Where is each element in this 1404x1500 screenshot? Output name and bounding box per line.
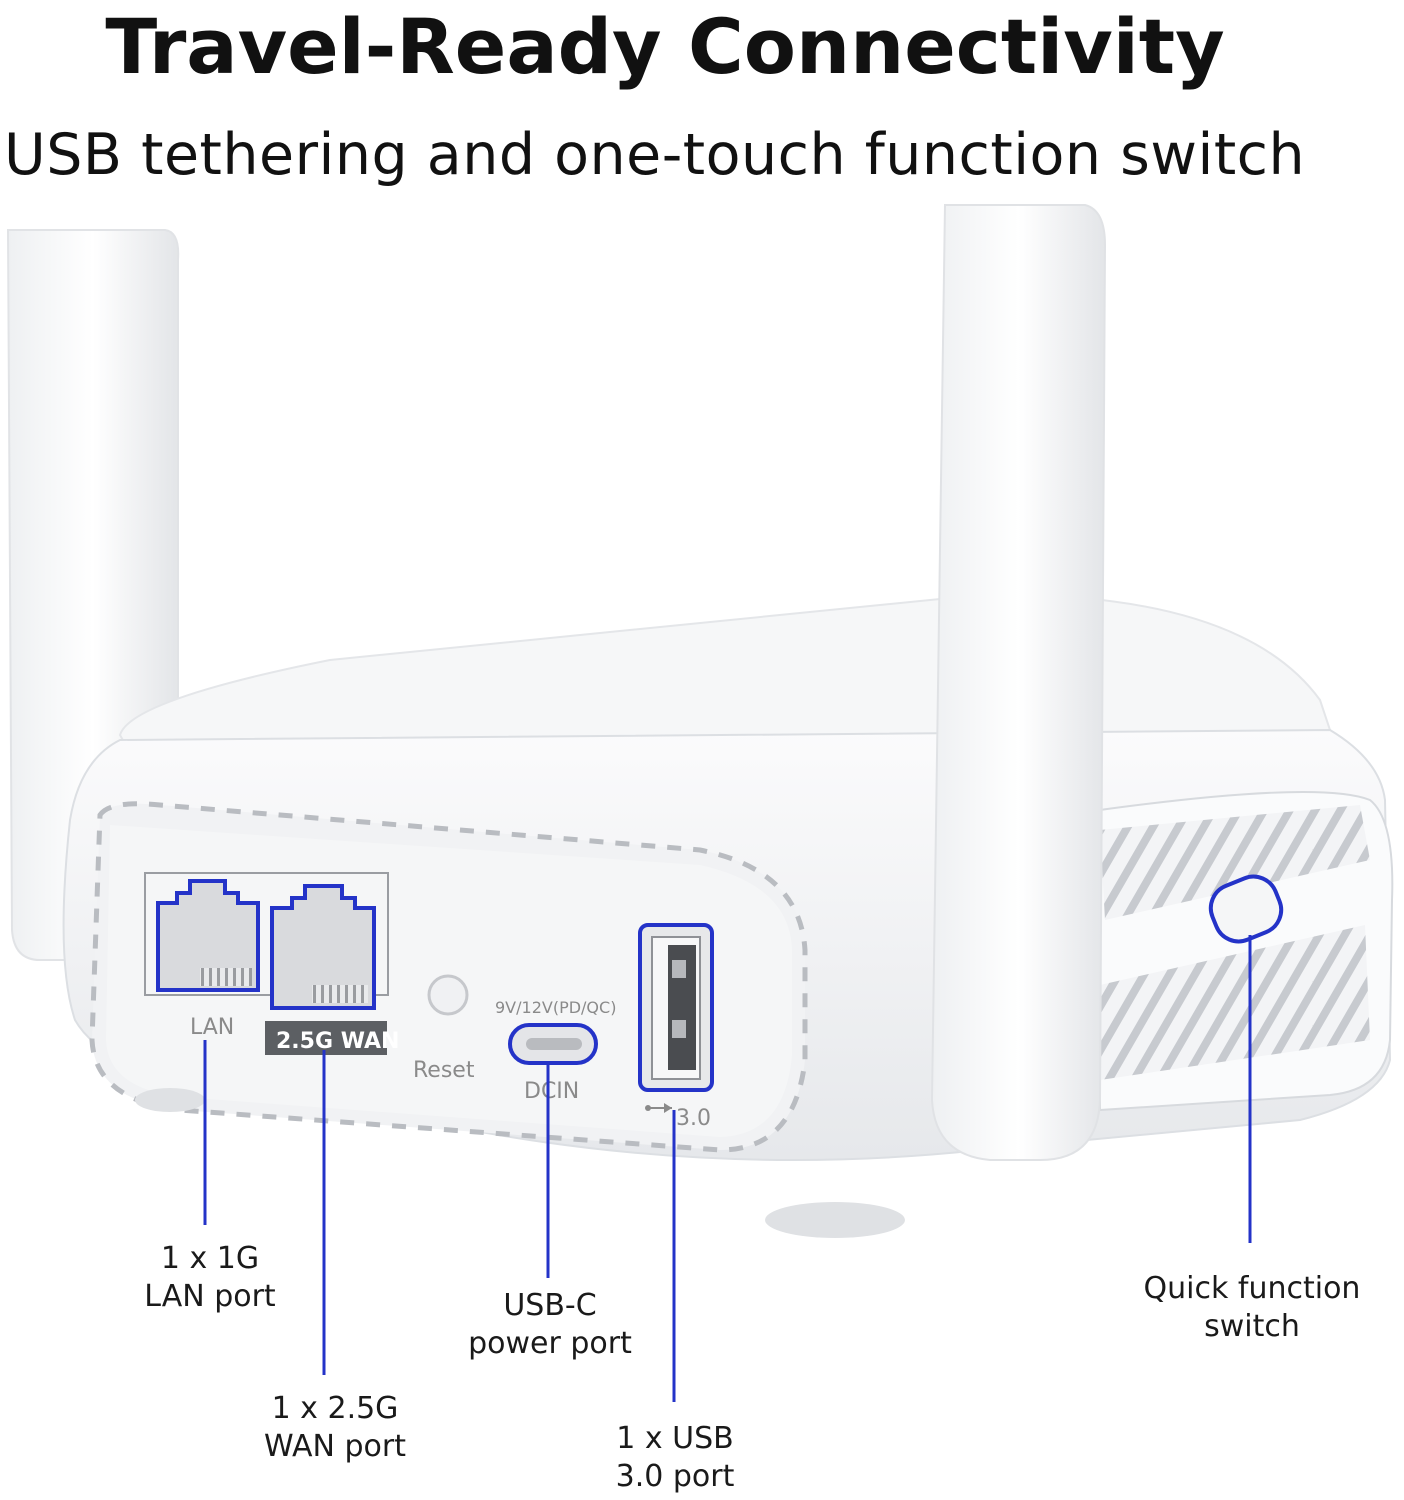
lan-port[interactable] bbox=[156, 879, 260, 992]
usb3-callout: 1 x USB 3.0 port bbox=[580, 1420, 770, 1496]
page-title: Travel-Ready Connectivity bbox=[105, 2, 1225, 91]
wan-callout-line2: WAN port bbox=[263, 1429, 407, 1464]
reset-label: Reset bbox=[413, 1058, 475, 1083]
right-antenna bbox=[930, 204, 1107, 1161]
page-subtitle: USB tethering and one-touch function swi… bbox=[4, 122, 1306, 188]
lan-label: LAN bbox=[190, 1015, 234, 1040]
usb3-port[interactable] bbox=[638, 923, 714, 1092]
wan-port[interactable] bbox=[270, 884, 376, 1010]
lan-callout-line1: 1 x 1G bbox=[160, 1241, 260, 1276]
dcin-label: DCIN bbox=[524, 1079, 579, 1104]
usbc-callout: USB-C power port bbox=[450, 1287, 650, 1363]
wan-label-bg bbox=[265, 1021, 387, 1055]
usb-symbol-icon bbox=[645, 1103, 672, 1113]
lan-callout-line2: LAN port bbox=[144, 1279, 276, 1314]
wan-label: 2.5G WAN bbox=[276, 1029, 399, 1054]
router-body bbox=[62, 593, 1394, 1238]
quick-function-switch[interactable] bbox=[1204, 869, 1289, 948]
usb-label: 3.0 bbox=[676, 1106, 711, 1131]
usb-c-port[interactable] bbox=[508, 1023, 598, 1065]
reset-button[interactable] bbox=[427, 974, 469, 1016]
usb3-callout-line2: 3.0 port bbox=[615, 1459, 735, 1494]
lan-callout: 1 x 1G LAN port bbox=[120, 1240, 300, 1316]
wan-callout-line1: 1 x 2.5G bbox=[271, 1391, 399, 1426]
wan-callout: 1 x 2.5G WAN port bbox=[235, 1390, 435, 1466]
dc-spec-label: 9V/12V(PD/QC) bbox=[495, 998, 616, 1017]
port-frame bbox=[144, 872, 389, 996]
usbc-callout-line2: power port bbox=[468, 1326, 632, 1361]
switch-callout-line2: switch bbox=[1204, 1309, 1300, 1344]
usbc-callout-line1: USB-C bbox=[503, 1288, 597, 1323]
switch-callout: Quick function switch bbox=[1120, 1270, 1384, 1346]
switch-callout-line1: Quick function bbox=[1143, 1271, 1361, 1306]
usb3-callout-line1: 1 x USB bbox=[616, 1421, 734, 1456]
